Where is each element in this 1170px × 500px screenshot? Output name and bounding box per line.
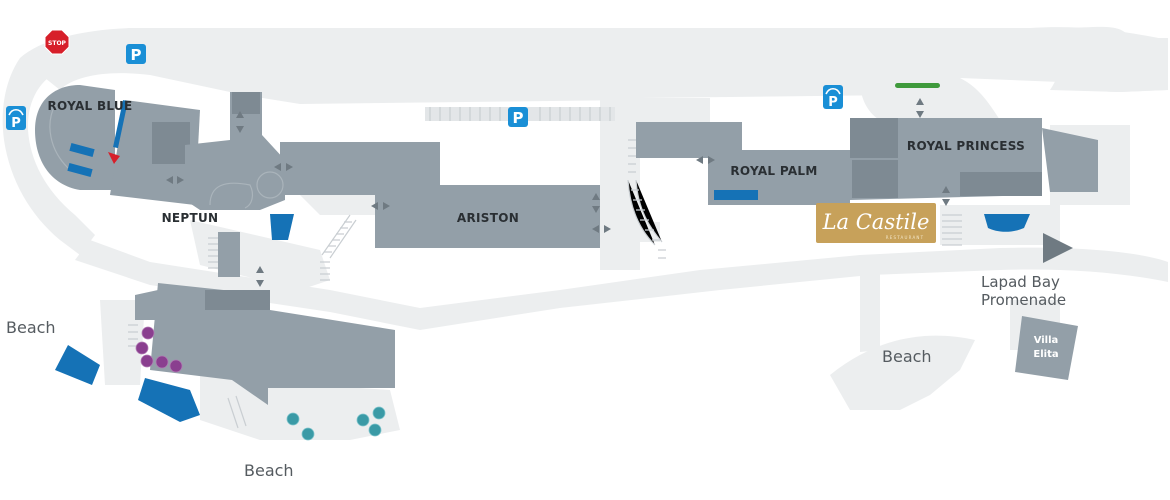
lower-complex xyxy=(150,283,395,405)
umbrellas-teal xyxy=(286,406,386,441)
label-promenade-line1: Lapad Bay xyxy=(981,273,1060,291)
label-ariston: ARISTON xyxy=(457,211,519,225)
lower-complex-block xyxy=(205,290,270,310)
building-labels: ROYAL BLUE NEPTUN ARISTON ROYAL PALM ROY… xyxy=(48,99,1025,225)
royal-palm-pool xyxy=(714,190,758,200)
double-arrow-icon xyxy=(942,186,950,206)
label-royal-palm: ROYAL PALM xyxy=(730,164,817,178)
princess-block-b xyxy=(852,160,898,198)
promenade-direction-arrow-icon xyxy=(1043,233,1073,263)
promenade-path xyxy=(75,240,1168,330)
royal-blue-pool-strip xyxy=(113,100,128,149)
royal-palm-building xyxy=(636,122,850,205)
label-royal-blue: ROYAL BLUE xyxy=(48,99,133,113)
stop-sign-icon: STOP xyxy=(48,40,67,47)
royal-princess-pool xyxy=(984,214,1030,232)
royal-blue-building xyxy=(35,85,115,190)
top-road xyxy=(20,26,1168,105)
label-promenade-line2: Promenade xyxy=(981,291,1066,309)
double-arrow-icon xyxy=(592,225,611,233)
neptun-tower xyxy=(232,92,260,114)
covered-parking-icon: P xyxy=(11,116,21,131)
right-vertical-path xyxy=(860,258,880,352)
curve-top-right xyxy=(860,78,1000,120)
parking-icon: P xyxy=(131,46,142,64)
princess-east-wing xyxy=(1042,128,1098,192)
covered-parking-sign: P xyxy=(823,85,843,110)
left-curve-road xyxy=(2,58,95,255)
stairs-princess xyxy=(942,214,962,246)
stairs-neptun xyxy=(208,214,357,281)
neptun-south-block xyxy=(218,232,240,277)
ariston-building xyxy=(375,142,600,248)
double-arrow-icon xyxy=(592,193,600,213)
la-castile-name: La Castile xyxy=(822,210,930,234)
double-arrow-icon xyxy=(371,202,390,210)
double-arrow-icon xyxy=(256,266,264,287)
stop-sign: STOP xyxy=(44,29,70,55)
label-beach-left: Beach xyxy=(6,318,56,337)
central-path xyxy=(600,100,640,270)
label-beach-bottom: Beach xyxy=(244,461,294,480)
beach-left-area xyxy=(100,300,145,385)
neptun-east-path xyxy=(300,195,375,215)
la-castile-badge xyxy=(816,203,936,243)
covered-parking-icon: P xyxy=(828,95,838,110)
double-arrow-icon xyxy=(696,156,715,164)
stairs-central xyxy=(627,139,666,259)
label-neptun: NEPTUN xyxy=(162,211,219,225)
area-labels: Beach Beach Beach Lapad Bay Promenade Vi… xyxy=(6,273,1066,480)
parking-sign: P xyxy=(508,107,528,127)
double-arrow-icon xyxy=(166,176,184,184)
green-marker xyxy=(895,83,940,88)
double-arrow-icon xyxy=(274,163,293,171)
neptun-pool xyxy=(270,214,294,240)
lower-complex-annex xyxy=(135,290,158,320)
label-beach-right: Beach xyxy=(882,347,932,366)
la-castile-logo: La Castile RESTAURANT xyxy=(816,203,936,243)
royal-blue-pool-b xyxy=(67,163,93,177)
neptun-building xyxy=(185,92,285,210)
entrance-arrows xyxy=(166,98,950,287)
parking-sign: P xyxy=(126,44,146,64)
beach-pool-bottom xyxy=(138,378,200,422)
label-villa-line1: Villa xyxy=(1034,335,1059,346)
princess-block-c xyxy=(960,172,1042,196)
location-pin-icon xyxy=(108,152,120,164)
label-royal-princess: ROYAL PRINCESS xyxy=(907,139,1025,153)
covered-parking-sign: P xyxy=(6,106,26,131)
top-right-road xyxy=(1030,27,1168,92)
princess-block-a xyxy=(850,118,898,158)
beach-right-area xyxy=(830,335,975,410)
stairs-beach xyxy=(128,324,247,429)
beach-pool-left xyxy=(55,345,100,385)
neptun-inner-block xyxy=(152,122,190,164)
la-castile-subtitle: RESTAURANT xyxy=(886,235,924,240)
villa-elita-building xyxy=(1015,316,1078,380)
umbrellas-purple xyxy=(135,326,183,373)
courtyard-lines xyxy=(49,104,284,209)
royal-blue-pool-a xyxy=(69,143,95,157)
parking-icon: P xyxy=(513,109,524,127)
roads-layer xyxy=(2,26,1168,440)
double-arrow-icon xyxy=(236,111,244,133)
buildings-layer xyxy=(35,85,1098,405)
pools-layer xyxy=(55,100,1030,422)
double-arrow-icon xyxy=(916,98,924,118)
label-villa-line2: Elita xyxy=(1033,349,1058,360)
